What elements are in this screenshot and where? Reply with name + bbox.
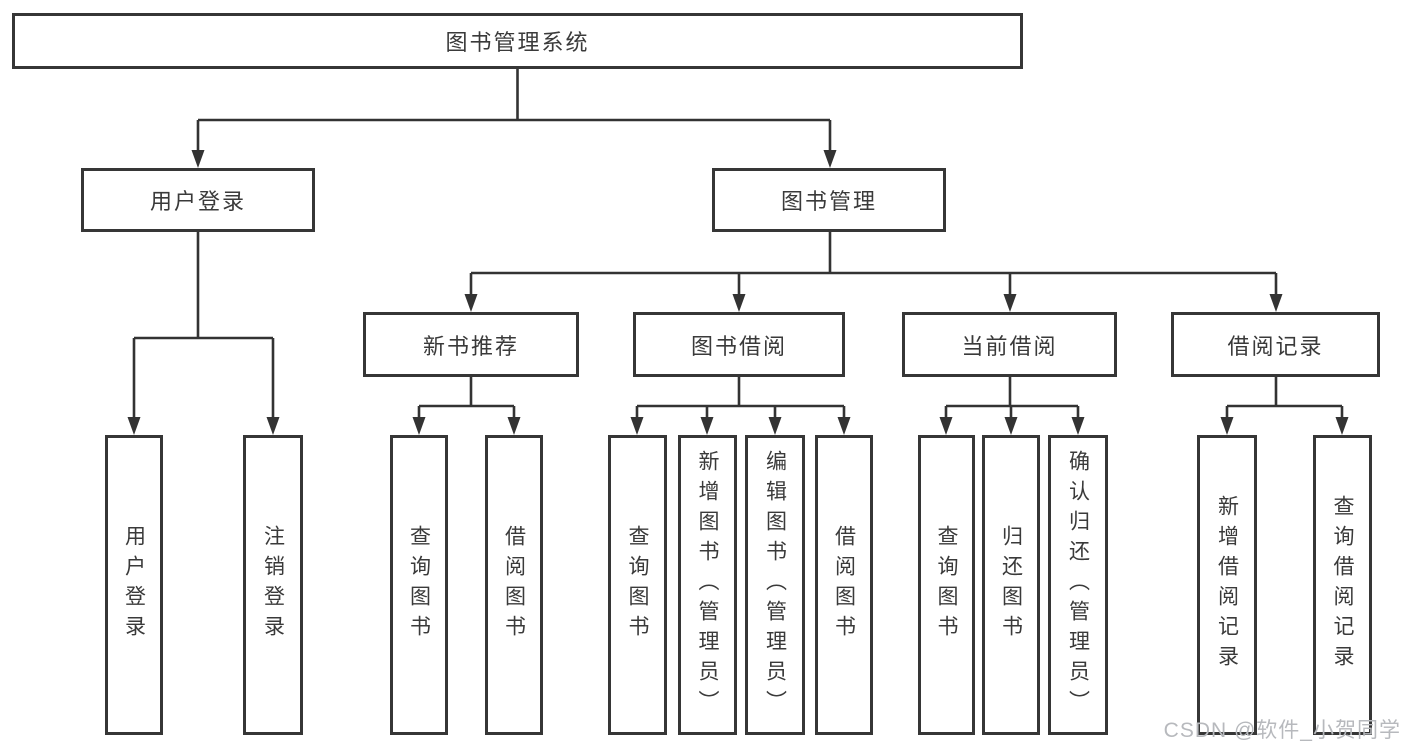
leaf-borrow-books: 借阅图书 [815, 435, 873, 735]
node-new-book-recommend-label: 新书推荐 [422, 333, 519, 359]
leaf-query-books-borrow: 查询图书 [608, 435, 667, 735]
leaf-query-books-current: 查询图书 [918, 435, 975, 735]
leaf-logout: 注销登录 [243, 435, 303, 735]
node-user-login: 用户登录 [81, 168, 315, 232]
leaf-borrow-books-recommend: 借阅图书 [485, 435, 543, 735]
node-new-book-recommend: 新书推荐 [363, 312, 579, 377]
node-current-borrow-label: 当前借阅 [961, 333, 1058, 359]
leaf-return-book: 归还图书 [982, 435, 1040, 735]
leaf-edit-book-admin: 编辑图书（管理员） [745, 435, 805, 735]
node-root: 图书管理系统 [12, 13, 1023, 69]
node-borrow-records: 借阅记录 [1171, 312, 1380, 377]
leaf-add-book-admin: 新增图书（管理员） [678, 435, 737, 735]
leaf-confirm-return-admin: 确认归还（管理员） [1048, 435, 1108, 735]
node-book-management: 图书管理 [712, 168, 946, 232]
node-borrow-records-label: 借阅记录 [1227, 333, 1324, 359]
node-book-borrow-label: 图书借阅 [690, 333, 787, 359]
node-current-borrow: 当前借阅 [902, 312, 1117, 377]
leaf-query-borrow-record: 查询借阅记录 [1313, 435, 1372, 735]
node-root-label: 图书管理系统 [445, 30, 590, 55]
node-user-login-label: 用户登录 [149, 189, 246, 214]
leaf-query-books-recommend: 查询图书 [390, 435, 448, 735]
watermark: CSDN @软件_小贺同学 [1163, 719, 1401, 742]
node-book-management-label: 图书管理 [780, 189, 877, 214]
node-book-borrow: 图书借阅 [633, 312, 845, 377]
leaf-add-borrow-record: 新增借阅记录 [1197, 435, 1257, 735]
leaf-user-login: 用户登录 [105, 435, 163, 735]
